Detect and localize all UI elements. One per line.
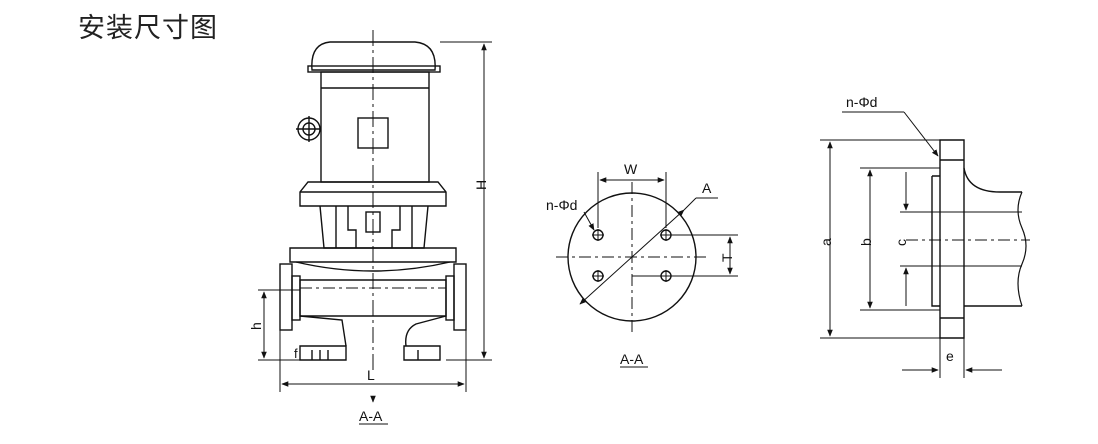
motor-cap-rim — [307, 65, 441, 73]
dim-T-label: T — [719, 253, 735, 262]
dim-h-label: h — [248, 322, 264, 330]
dimension-h — [258, 289, 300, 361]
flange-plate — [939, 139, 965, 339]
casing-top — [289, 247, 457, 263]
section-label-left: A-A — [359, 408, 383, 424]
dim-L-label: L — [367, 367, 375, 383]
section-label-mid: A-A — [620, 351, 644, 367]
inlet-flange — [279, 263, 293, 331]
flange-side-view — [900, 139, 1030, 339]
dimension-e — [902, 338, 1002, 378]
dimension-b — [860, 167, 940, 311]
dim-c-label: c — [893, 239, 909, 246]
dim-A-label: A — [702, 180, 712, 196]
outlet-flange — [453, 263, 467, 331]
dimension-L — [279, 330, 467, 392]
pump-elevation-view — [279, 30, 467, 372]
dim-W-label: W — [624, 161, 638, 177]
holes-leader-mid — [583, 211, 595, 231]
holes-leader-right — [842, 111, 939, 157]
page-title: 安装尺寸图 — [78, 13, 218, 44]
dim-b-label: b — [858, 238, 874, 246]
dimension-T — [632, 234, 738, 277]
dim-f-label: f — [294, 346, 298, 361]
holes-label-right: n-Φd — [846, 94, 877, 110]
terminal-box — [357, 117, 389, 149]
pump-foot-right — [403, 345, 441, 361]
pump-foot-left — [299, 345, 347, 361]
holes-label-mid: n-Φd — [546, 197, 577, 213]
dim-H-label: H — [473, 180, 489, 190]
motor-cap — [311, 41, 436, 71]
dimension-A — [579, 197, 718, 305]
dimension-H — [440, 41, 492, 361]
dimension-W — [597, 172, 667, 228]
dimension-a — [820, 139, 940, 339]
dim-a-label: a — [818, 238, 834, 246]
dim-e-label: e — [946, 348, 954, 364]
